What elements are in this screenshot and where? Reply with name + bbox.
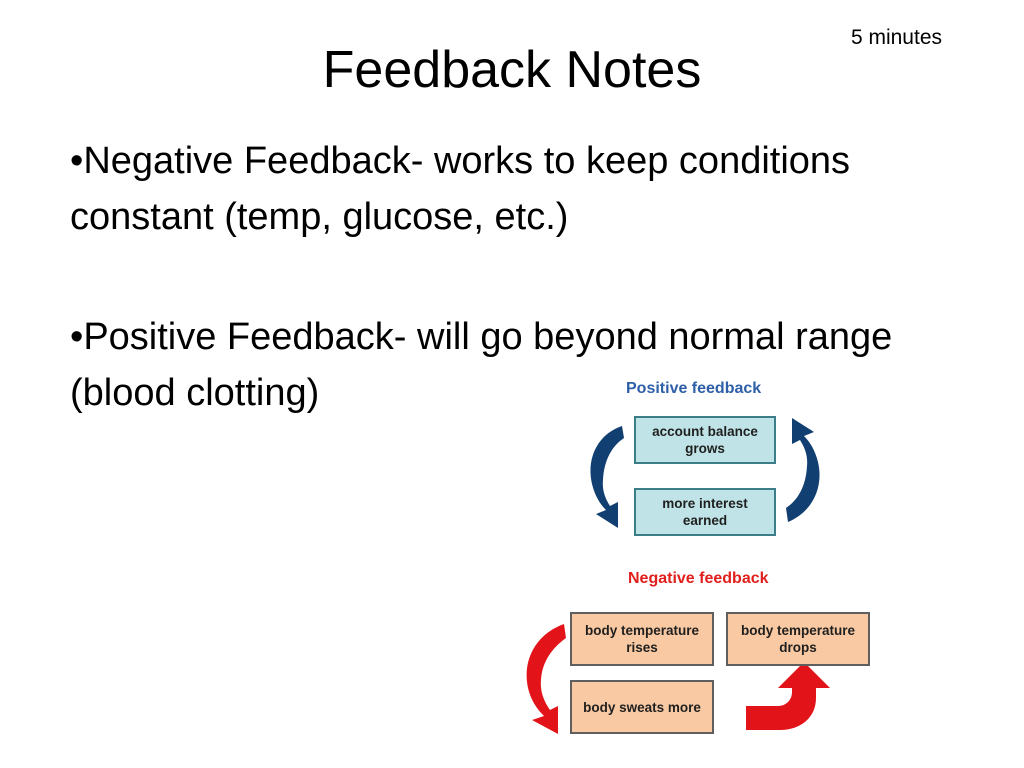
bullet-text: Positive Feedback- will go beyond normal… bbox=[70, 316, 893, 414]
negative-right-bent-arrow-icon bbox=[746, 662, 830, 730]
box-body-sweats-more: body sweats more bbox=[570, 680, 714, 734]
timer-label: 5 minutes bbox=[850, 26, 942, 49]
bullet-positive-feedback: •Positive Feedback- will go beyond norma… bbox=[70, 309, 950, 421]
positive-left-curved-arrow-icon bbox=[590, 426, 624, 528]
bullet-text: Negative Feedback- works to keep conditi… bbox=[70, 140, 851, 238]
box-account-balance-grows: account balance grows bbox=[634, 416, 776, 464]
bullet-dot: • bbox=[70, 316, 84, 358]
box-body-temperature-rises: body temperature rises bbox=[570, 612, 714, 666]
negative-feedback-heading: Negative feedback bbox=[628, 570, 769, 587]
box-more-interest-earned: more interest earned bbox=[634, 488, 776, 536]
slide-title: Feedback Notes bbox=[322, 41, 702, 99]
bullet-negative-feedback: •Negative Feedback- works to keep condit… bbox=[70, 133, 950, 245]
positive-right-curved-arrow-icon bbox=[786, 418, 820, 522]
positive-feedback-heading: Positive feedback bbox=[626, 380, 762, 397]
box-body-temperature-drops: body temperature drops bbox=[726, 612, 870, 666]
bullet-dot: • bbox=[70, 140, 84, 182]
negative-left-curved-arrow-icon bbox=[526, 624, 566, 734]
feedback-diagram: Positive feedback account balance grows … bbox=[512, 372, 892, 744]
bullet-list: •Negative Feedback- works to keep condit… bbox=[70, 133, 950, 485]
diagram-arrows bbox=[526, 418, 830, 734]
